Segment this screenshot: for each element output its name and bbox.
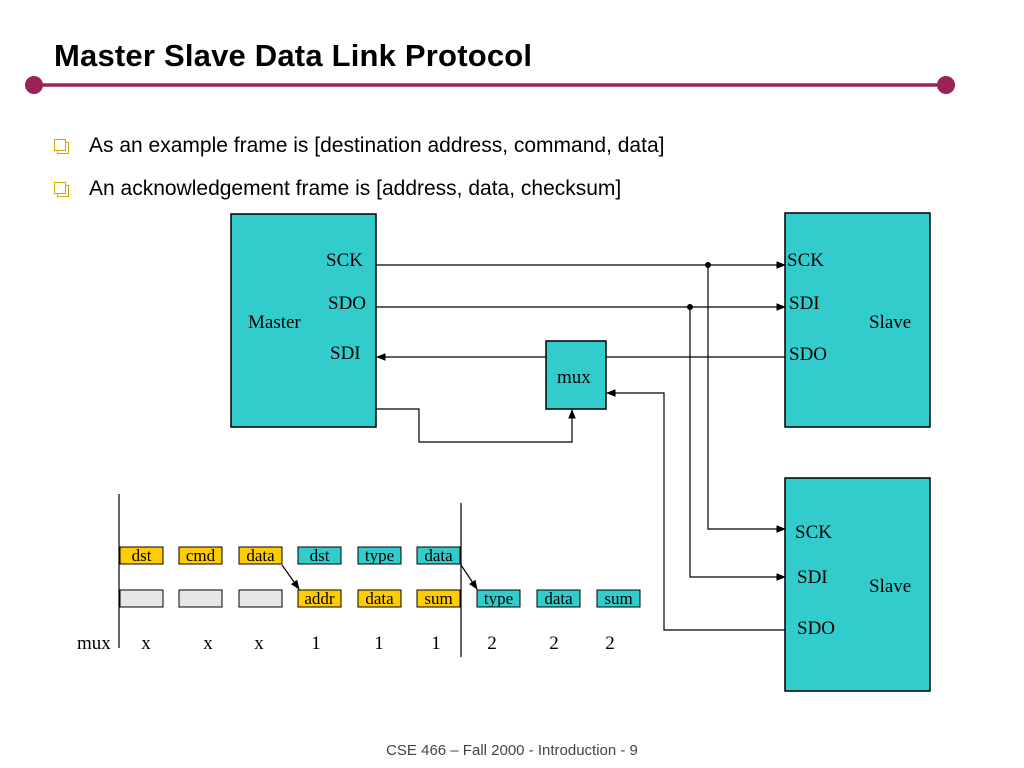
slave2-pin-sck: SCK — [795, 522, 832, 543]
frame-cell-label: type — [365, 546, 394, 565]
frame-cell — [357, 546, 402, 565]
frame-cell — [416, 546, 461, 565]
mux-value: x — [141, 633, 151, 654]
frame-cell — [596, 589, 641, 608]
master-label: Master — [248, 312, 301, 333]
bullet-item: As an example frame is [destination addr… — [54, 124, 664, 167]
master-block: Master SCK SDO SDI — [230, 213, 377, 428]
slave1-pin-sck: SCK — [787, 250, 824, 271]
bullet-text: As an example frame is [destination addr… — [89, 133, 665, 157]
slave1-pin-sdi: SDI — [789, 293, 820, 314]
frame-timeline: dst cmd data dst type data addr data sum type dat… — [77, 494, 641, 657]
mux-value: 1 — [311, 633, 321, 654]
frame-cell-label: data — [544, 589, 573, 608]
slave-block-1: Slave SCK SDI SDO — [784, 212, 931, 428]
frame-cell — [178, 546, 223, 565]
frame-cell — [416, 589, 461, 608]
junction-dot — [705, 262, 711, 268]
mux-value: 2 — [487, 633, 497, 654]
wire-master-select — [376, 408, 576, 443]
frame-cell-label: addr — [304, 589, 335, 608]
title-underline — [25, 76, 955, 94]
mux-row-label: mux — [77, 633, 111, 654]
junction-dot — [687, 304, 693, 310]
mux-value: 2 — [549, 633, 559, 654]
mux-value-row: x x x 1 1 1 2 2 2 — [141, 633, 615, 654]
mux-value: 2 — [605, 633, 615, 654]
frame-cell — [297, 589, 342, 608]
frame-cell — [536, 589, 581, 608]
frame-cell-label: cmd — [186, 546, 216, 565]
frame-cell — [476, 589, 521, 608]
mux-block: mux — [545, 340, 607, 410]
slave2-pin-sdi: SDI — [797, 567, 828, 588]
underline-right-dot — [937, 76, 955, 94]
frame-cell — [238, 589, 283, 608]
mux-label: mux — [557, 367, 591, 388]
master-pin-sck: SCK — [326, 250, 363, 271]
frame-cell — [119, 546, 164, 565]
wire-slave2-sdo — [606, 389, 785, 631]
master-pin-sdo: SDO — [328, 293, 366, 314]
frame-cell-label: dst — [310, 546, 330, 565]
frame-cell — [178, 589, 223, 608]
checkbox-bullet-icon — [54, 182, 69, 197]
frame-cell-label: data — [246, 546, 275, 565]
mux-value: 1 — [374, 633, 384, 654]
frame-cell-label: type — [484, 589, 513, 608]
slave2-pin-sdo: SDO — [797, 618, 835, 639]
frame-cell-label: data — [365, 589, 394, 608]
frame-row-response: addr data sum type data sum — [119, 589, 641, 608]
frame-row-request: dst cmd data dst type data — [119, 546, 461, 565]
slave1-label: Slave — [869, 312, 911, 333]
frame-cell-label: dst — [132, 546, 152, 565]
slave2-label: Slave — [869, 576, 911, 597]
frame-cell — [119, 589, 164, 608]
frame-cell-label: sum — [604, 589, 632, 608]
slave1-pin-sdo: SDO — [789, 344, 827, 365]
bullet-text: An acknowledgement frame is [address, da… — [89, 176, 622, 200]
slide-footer: CSE 466 – Fall 2000 - Introduction - 9 — [386, 742, 638, 759]
mux-value: 1 — [431, 633, 441, 654]
slide-title: Master Slave Data Link Protocol — [54, 38, 533, 73]
frame-cell-label: sum — [424, 589, 452, 608]
frame-cell — [357, 589, 402, 608]
bullet-list: As an example frame is [destination addr… — [54, 124, 664, 210]
wire-sdo-branch — [689, 307, 786, 581]
wire-sck-branch — [707, 265, 786, 533]
wires — [376, 261, 786, 631]
slave-block-2: Slave SCK SDI SDO — [784, 477, 931, 692]
bullet-item: An acknowledgement frame is [address, da… — [54, 167, 664, 210]
frame-cell — [297, 546, 342, 565]
master-pin-sdi: SDI — [330, 343, 361, 364]
mux-value: x — [203, 633, 213, 654]
frame-cell-label: data — [424, 546, 453, 565]
mux-value: x — [254, 633, 264, 654]
frame-cell — [238, 546, 283, 565]
response-arrow-2 — [460, 564, 478, 590]
response-arrow-1 — [281, 564, 300, 590]
underline-left-dot — [25, 76, 43, 94]
